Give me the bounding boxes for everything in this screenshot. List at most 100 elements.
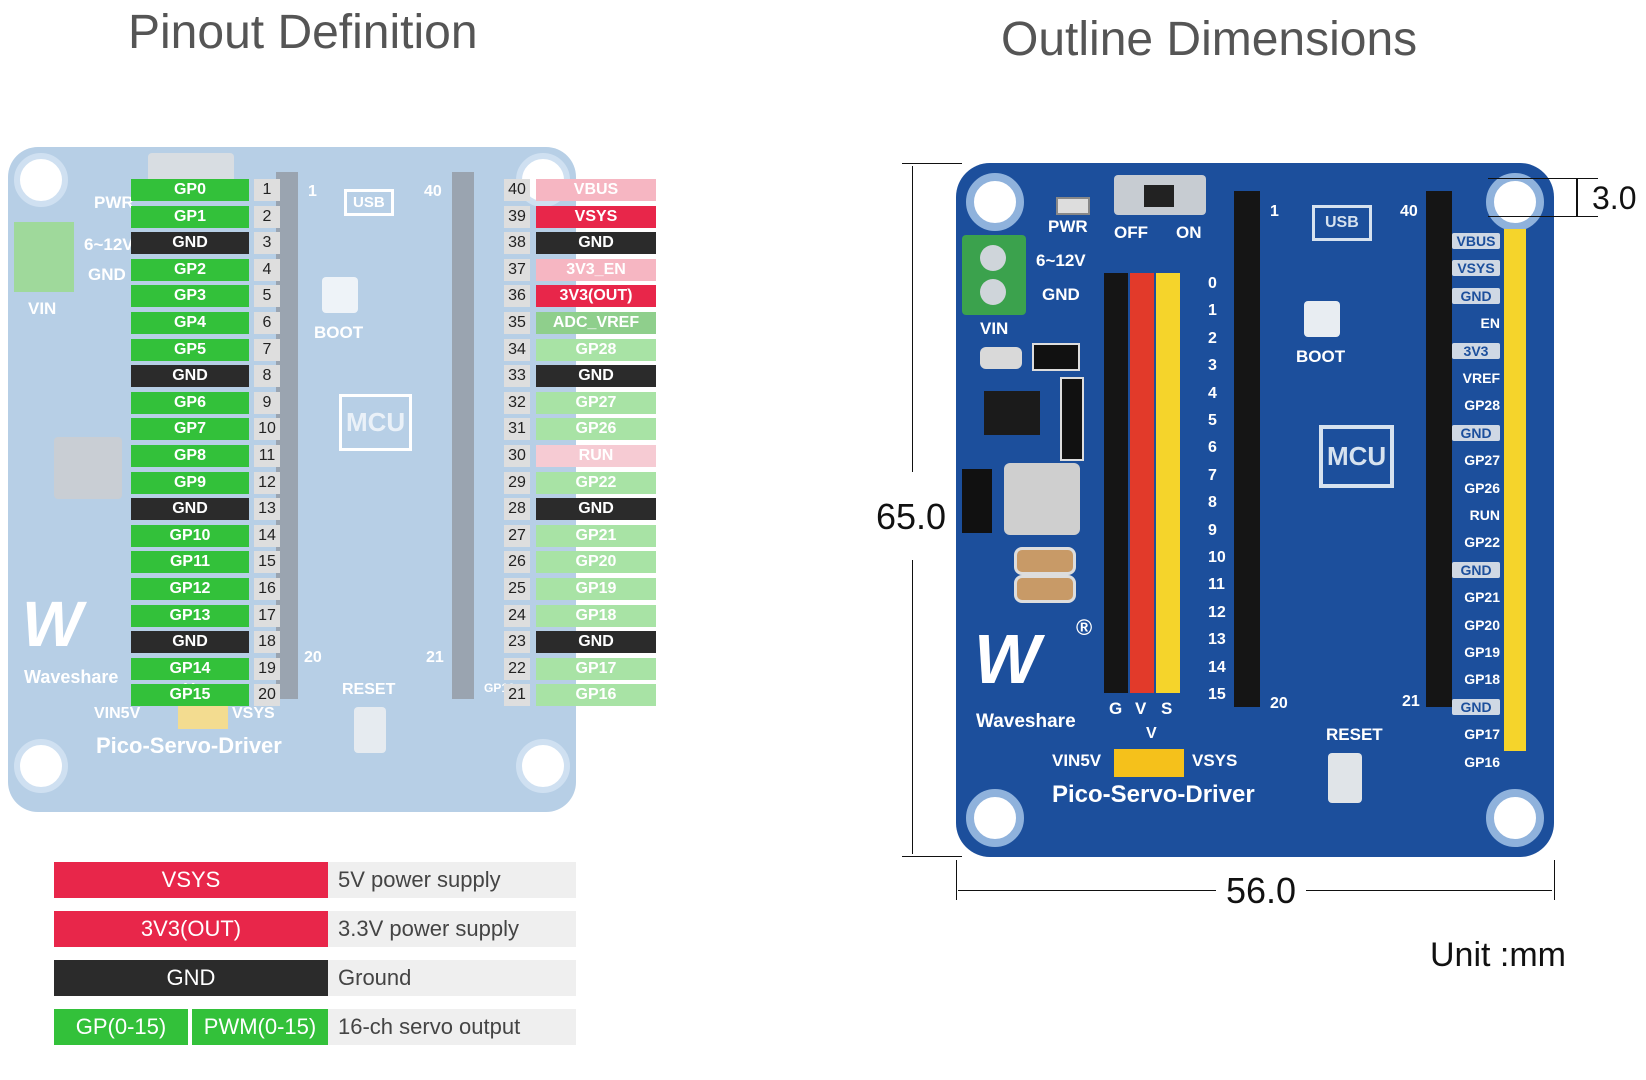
regulator-chip — [984, 391, 1040, 435]
pin-label: GP11 — [131, 551, 249, 574]
pin-number: 14 — [254, 524, 280, 547]
servo-channel-number: 8 — [1208, 494, 1217, 512]
pwr-label: PWR — [1048, 217, 1088, 236]
gpio-label: VBUS — [1452, 233, 1500, 249]
servo-channel-number: 4 — [1208, 384, 1217, 402]
vsys-label: VSYS — [1192, 751, 1238, 770]
mount-hole — [516, 739, 570, 793]
width-dim-line-left — [958, 890, 1216, 891]
usb-label: USB — [344, 189, 394, 216]
boot-button — [322, 277, 358, 313]
pin-number: 5 — [254, 285, 280, 308]
pin-number: 17 — [254, 604, 280, 627]
pin-label: GND — [536, 498, 656, 521]
pin-label: GP17 — [536, 657, 656, 680]
pin-number: 13 — [254, 498, 280, 521]
pin-label: GP3 — [131, 285, 249, 308]
gpio-label: GP16 — [1464, 753, 1500, 770]
gpio-label: GP27 — [1464, 452, 1500, 469]
mcu-label: MCU — [1319, 425, 1395, 488]
servo-channel-number: 3 — [1208, 357, 1217, 375]
pin-label: GP9 — [131, 471, 249, 494]
brand-logo: W — [974, 620, 1041, 698]
pin-label: GND — [131, 498, 249, 521]
outline-title: Outline Dimensions — [1001, 13, 1418, 66]
width-dim-value: 56.0 — [1226, 870, 1297, 911]
capacitor — [1014, 575, 1076, 603]
pin-label: GP26 — [536, 418, 656, 441]
mount-hole — [1486, 789, 1544, 847]
pin-label: GP0 — [131, 179, 249, 201]
height-dim-bottom-tick — [902, 856, 962, 857]
pin-number: 27 — [504, 524, 530, 547]
capacitor — [980, 347, 1022, 369]
header-40-label: 40 — [424, 183, 442, 200]
pin-label: GP14 — [131, 657, 249, 680]
gpio-label: EN — [1480, 315, 1500, 332]
board-name: Pico-Servo-Driver — [1052, 781, 1255, 808]
power-terminal — [14, 222, 74, 292]
pinout-title: Pinout Definition — [128, 6, 478, 59]
mount-hole — [1486, 173, 1544, 231]
pin-label: GP5 — [131, 338, 249, 361]
pin-number: 1 — [254, 179, 280, 201]
pin-label: GP18 — [536, 604, 656, 627]
pin-number: 19 — [254, 657, 280, 680]
header-21-label: 21 — [426, 649, 444, 666]
vin5v-label: VIN5V — [1052, 751, 1102, 770]
power-switch-knob — [1144, 185, 1174, 207]
pin-number: 7 — [254, 338, 280, 361]
pin-label: 3V3(OUT) — [536, 285, 656, 308]
pico-right-header — [1426, 191, 1452, 707]
gpio-label: GND — [1452, 561, 1500, 578]
pin-number: 25 — [504, 578, 530, 600]
pin-label: VBUS — [536, 179, 656, 201]
right-header-strip — [452, 172, 474, 699]
pin-number: 33 — [504, 365, 530, 388]
gpio-label: GP18 — [1464, 671, 1500, 688]
pin-label: GND — [536, 365, 656, 388]
pwr-label: PWR — [94, 193, 134, 212]
capacitor — [1014, 547, 1076, 575]
width-dim-left-tick — [956, 860, 957, 900]
header-21-label: 21 — [1402, 693, 1420, 710]
pin-number: 34 — [504, 338, 530, 361]
width-dim-right-tick — [1554, 860, 1555, 900]
pin-label: GND — [131, 631, 249, 654]
servo-channel-number: 12 — [1208, 603, 1226, 621]
servo-header-s — [1156, 273, 1180, 693]
switch-on-label: ON — [1176, 223, 1202, 242]
gnd-label: GND — [1042, 285, 1080, 304]
height-dim-line-lower — [912, 560, 913, 854]
mount-hole — [966, 173, 1024, 231]
header-40-label: 40 — [1400, 203, 1418, 220]
vin-range-label: 6~12V — [84, 235, 134, 254]
gpio-label: GP21 — [1464, 589, 1500, 606]
servo-channel-number: 13 — [1208, 631, 1226, 649]
pin-label: GP2 — [131, 258, 249, 281]
v-label: V — [1146, 725, 1157, 742]
mount-hole — [14, 153, 68, 207]
board-name: Pico-Servo-Driver — [96, 733, 282, 758]
vin-label: VIN — [28, 299, 57, 318]
header-1-label: 1 — [308, 183, 317, 200]
header-20-label: 20 — [304, 649, 322, 666]
pin-label: GP20 — [536, 551, 656, 574]
reset-label: RESET — [342, 681, 396, 698]
pin-label: GP28 — [536, 338, 656, 361]
pin-label: GP15 — [131, 684, 249, 707]
legend-row: GP(0-15)PWM(0-15)16-ch servo output — [54, 1009, 576, 1045]
servo-header-v — [1130, 273, 1154, 693]
pin-label: GP8 — [131, 445, 249, 467]
pin-label: GP1 — [131, 205, 249, 228]
pin-label: VSYS — [536, 205, 656, 228]
registered-mark: ® — [1076, 615, 1093, 640]
servo-channel-number: 2 — [1208, 329, 1217, 347]
legend-description: 5V power supply — [328, 862, 576, 898]
header-1-label: 1 — [1270, 203, 1279, 220]
legend-swatch: VSYS — [54, 862, 328, 898]
pin-number: 22 — [504, 657, 530, 680]
reset-label: RESET — [1326, 725, 1383, 744]
